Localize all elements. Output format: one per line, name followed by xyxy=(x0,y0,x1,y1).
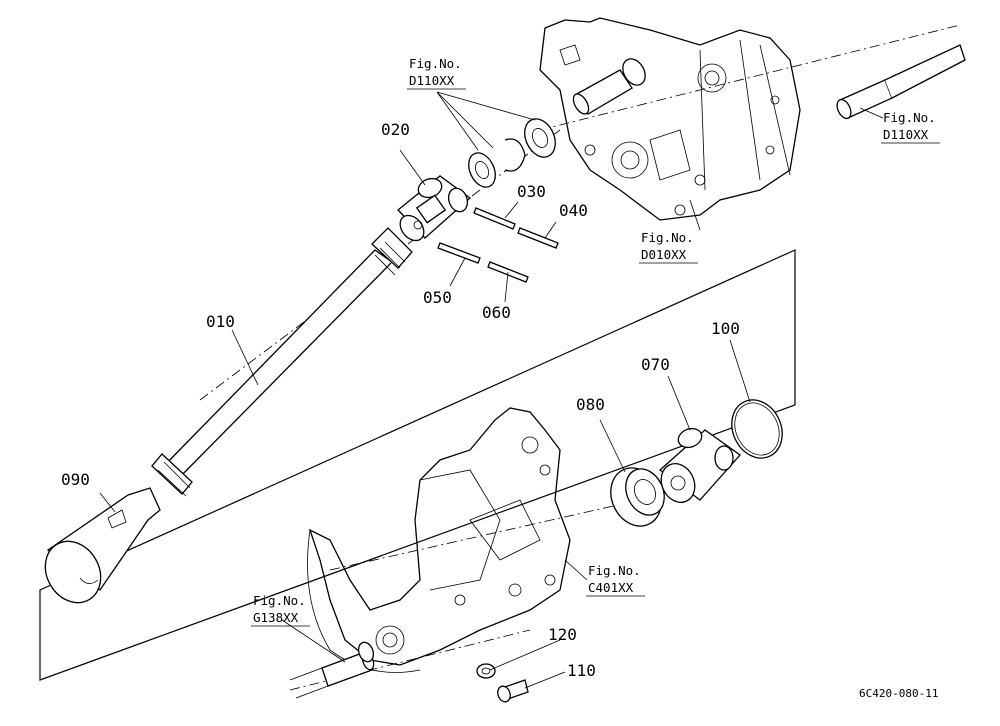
drawing-code: 6C420-080-11 xyxy=(859,687,938,700)
fig-ref-c401: Fig.No. C401XX xyxy=(586,563,645,597)
svg-text:G138XX: G138XX xyxy=(253,610,299,625)
assembly-outline xyxy=(39,249,796,681)
bearing-set-top xyxy=(468,118,556,188)
svg-text:C401XX: C401XX xyxy=(588,580,634,595)
washer-120 xyxy=(476,663,496,679)
transmission-housing xyxy=(539,17,801,221)
leader-lines xyxy=(99,91,884,689)
centerline-lower xyxy=(329,499,641,571)
part-labels: 010 020 030 040 050 060 070 080 090 100 … xyxy=(61,120,740,680)
centerline-top xyxy=(539,24,961,131)
right-shaft xyxy=(836,44,966,120)
svg-text:D010XX: D010XX xyxy=(641,247,687,262)
bearing-080 xyxy=(610,467,665,527)
label-020: 020 xyxy=(381,120,410,139)
label-090: 090 xyxy=(61,470,90,489)
joint-070 xyxy=(658,427,741,503)
o-ring-100 xyxy=(731,399,783,459)
clutch-housing xyxy=(307,407,571,673)
label-110: 110 xyxy=(567,661,596,680)
svg-text:Fig.No.: Fig.No. xyxy=(641,230,694,245)
label-120: 120 xyxy=(548,625,577,644)
fig-ref-g138: Fig.No. G138XX xyxy=(251,593,310,627)
cover-090 xyxy=(44,487,161,604)
bolt-110 xyxy=(497,679,529,703)
label-100: 100 xyxy=(711,319,740,338)
shaft-010 xyxy=(151,227,413,497)
svg-text:Fig.No.: Fig.No. xyxy=(883,110,936,125)
label-010: 010 xyxy=(206,312,235,331)
fig-ref-d010: Fig.No. D010XX xyxy=(639,230,698,264)
fig-ref-d110-top: Fig.No. D110XX xyxy=(407,56,466,90)
lower-shaft xyxy=(289,641,375,699)
svg-text:Fig.No.: Fig.No. xyxy=(253,593,306,608)
svg-text:Fig.No.: Fig.No. xyxy=(409,56,462,71)
label-080: 080 xyxy=(576,395,605,414)
pins xyxy=(437,207,559,283)
svg-text:D110XX: D110XX xyxy=(409,73,455,88)
svg-text:D110XX: D110XX xyxy=(883,127,929,142)
label-050: 050 xyxy=(423,288,452,307)
fig-ref-d110-right: Fig.No. D110XX xyxy=(881,110,940,144)
svg-text:Fig.No.: Fig.No. xyxy=(588,563,641,578)
label-030: 030 xyxy=(517,182,546,201)
label-070: 070 xyxy=(641,355,670,374)
universal-joint-020 xyxy=(397,175,472,242)
label-040: 040 xyxy=(559,201,588,220)
figure-references: Fig.No. D110XX Fig.No. D110XX Fig.No. D0… xyxy=(251,56,940,627)
label-060: 060 xyxy=(482,303,511,322)
